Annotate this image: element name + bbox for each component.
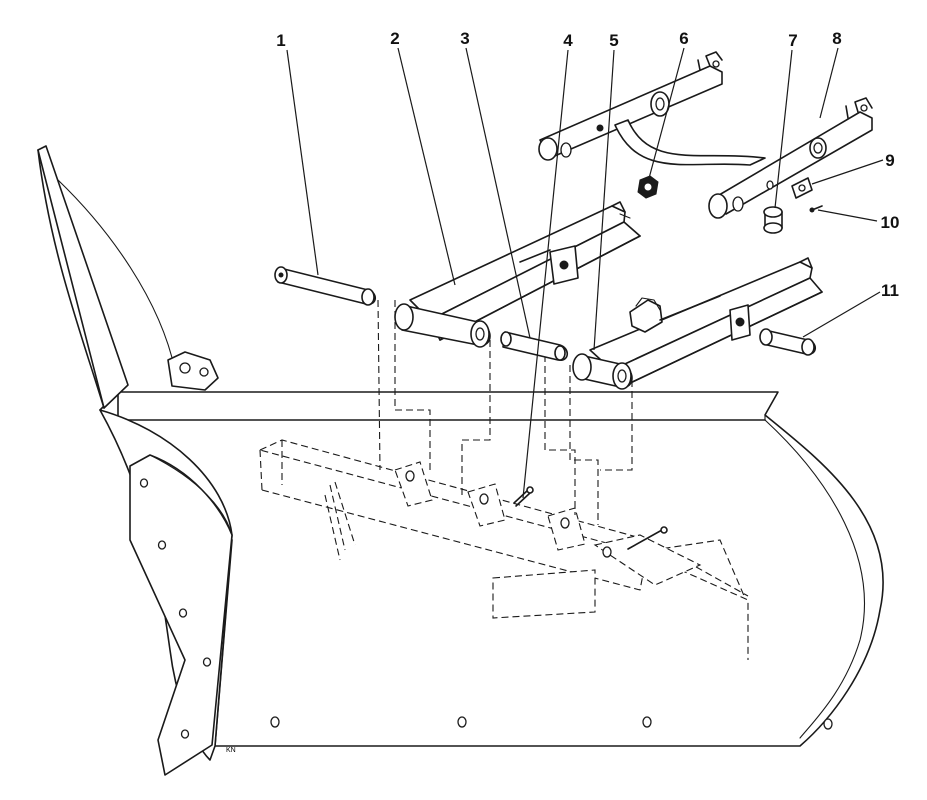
callout-7: 7 (788, 31, 797, 50)
right-push-arm-icon (572, 257, 823, 390)
nut-icon (637, 175, 659, 199)
bushing-icon (763, 206, 783, 234)
long-pin-icon (274, 266, 377, 306)
callout-10: 10 (881, 213, 900, 232)
plow-end-wing (37, 145, 233, 776)
center-pin-icon (500, 331, 569, 361)
svg-text:KN: KN (226, 747, 236, 754)
callout-6: 6 (679, 29, 688, 48)
cotter-pin-icon (513, 486, 534, 507)
hidden-mounting-frame (258, 439, 749, 660)
callout-1: 1 (276, 31, 285, 50)
callout-3: 3 (460, 29, 469, 48)
callout-9: 9 (885, 151, 894, 170)
callout-8: 8 (832, 29, 841, 48)
callout-11: 11 (881, 281, 899, 300)
callout-4: 4 (563, 31, 573, 50)
plate-icon (791, 177, 813, 199)
callout-numbers: 1 2 3 4 5 6 7 8 9 10 11 (276, 29, 899, 300)
left-push-arm-icon (394, 201, 641, 348)
alignment-lines (377, 299, 633, 525)
small-cotter-icon (809, 205, 823, 213)
a-frame-icon (538, 51, 873, 219)
callout-5: 5 (609, 31, 618, 50)
right-pin-icon (759, 328, 817, 356)
callout-2: 2 (390, 29, 399, 48)
leader-lines (286, 47, 884, 499)
